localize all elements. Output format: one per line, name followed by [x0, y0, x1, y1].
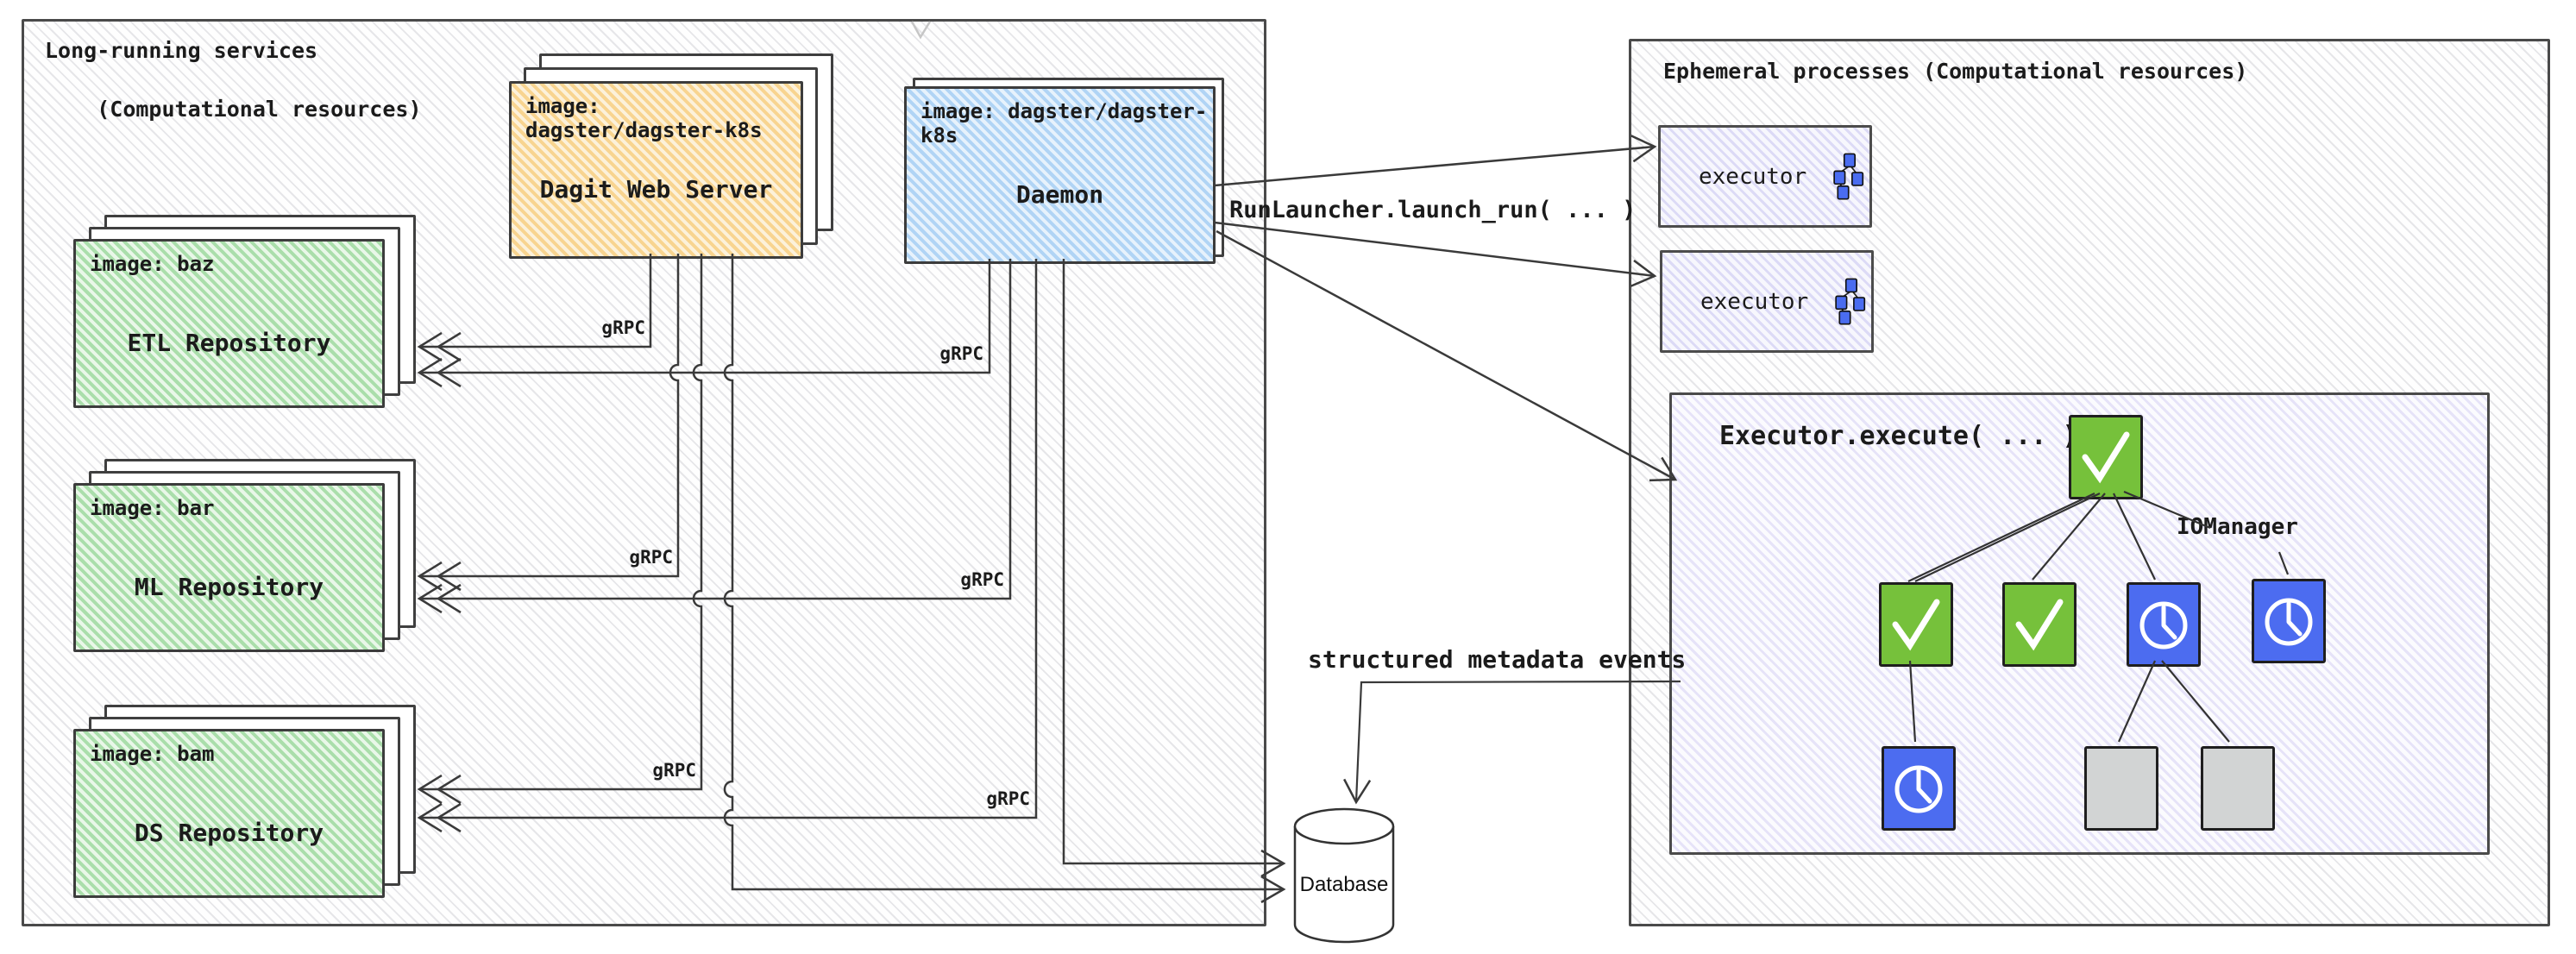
op-node-3-3 — [2201, 746, 2275, 831]
metadata-events-label: structured metadata events — [1308, 645, 1687, 674]
etl-repo-name: ETL Repository — [127, 328, 331, 357]
op-node-2-1 — [1879, 582, 1953, 667]
dagit-web-server-box: image: dagster/dagster-k8s Dagit Web Ser… — [509, 81, 803, 259]
executor-execute-title: Executor.execute( ... ) — [1719, 421, 2078, 451]
database-label: Database — [1299, 873, 1389, 896]
clock-icon — [1894, 765, 1943, 813]
ml-repository-box: image: bar ML Repository — [73, 483, 385, 652]
executor-execute-panel: Executor.execute( ... ) IOManager — [1669, 392, 2490, 855]
arrow-daemon-executor-1 — [1214, 135, 1657, 187]
check-icon — [2082, 431, 2130, 484]
daemon-name: Daemon — [1015, 180, 1104, 209]
arrow-daemon-execute-panel — [1216, 229, 1678, 482]
left-panel-title-line2: (Computational resources) — [97, 96, 422, 122]
executor-2-label: executor — [1700, 288, 1809, 315]
iomanager-label: IOManager — [2177, 514, 2298, 540]
grpc-label-daemon-ds: gRPC — [986, 788, 1030, 809]
op-node-2-3 — [2127, 582, 2201, 667]
op-node-3-2 — [2084, 746, 2158, 831]
run-launcher-label: RunLauncher.launch_run( ... ) — [1229, 197, 1637, 223]
dagit-name: Dagit Web Server — [539, 175, 773, 204]
left-panel-title: Long-running services (Computational res… — [45, 36, 422, 123]
op-node-root — [2069, 415, 2143, 499]
ml-repo-name: ML Repository — [134, 572, 324, 601]
ds-repository-box: image: bam DS Repository — [73, 729, 385, 898]
executor-box-1: executor — [1658, 125, 1872, 228]
grpc-label-dagit-ml: gRPC — [629, 547, 673, 568]
right-panel-title: Ephemeral processes (Computational resou… — [1663, 59, 2248, 84]
executor-box-2: executor — [1660, 250, 1874, 353]
daemon-box: image: dagster/dagster-k8s Daemon — [904, 86, 1216, 264]
grpc-label-dagit-ds: gRPC — [652, 760, 696, 781]
daemon-image-label: image: dagster/dagster-k8s — [920, 99, 1208, 147]
etl-repository-box: image: baz ETL Repository — [73, 239, 385, 408]
grpc-label-daemon-ml: gRPC — [960, 569, 1004, 590]
op-node-3-1 — [1882, 746, 1956, 831]
arrow-daemon-executor-2 — [1214, 221, 1657, 287]
ds-repo-name: DS Repository — [134, 818, 324, 847]
clock-icon — [2265, 598, 2313, 646]
check-icon — [2015, 599, 2064, 651]
dag-icon — [1835, 278, 1866, 325]
grpc-label-daemon-etl: gRPC — [939, 343, 983, 364]
ds-image-label: image: bam — [90, 742, 215, 766]
executor-1-label: executor — [1699, 163, 1807, 190]
left-panel-title-line1: Long-running services — [45, 38, 318, 63]
check-icon — [1892, 599, 1940, 651]
dag-icon — [1833, 153, 1864, 200]
grpc-label-dagit-etl: gRPC — [601, 317, 645, 338]
op-node-2-4 — [2252, 579, 2326, 663]
dagit-image-label: image: dagster/dagster-k8s — [525, 94, 763, 142]
op-node-2-2 — [2002, 582, 2077, 667]
clock-icon — [2139, 601, 2188, 650]
ml-image-label: image: bar — [90, 496, 215, 520]
etl-image-label: image: baz — [90, 252, 215, 276]
